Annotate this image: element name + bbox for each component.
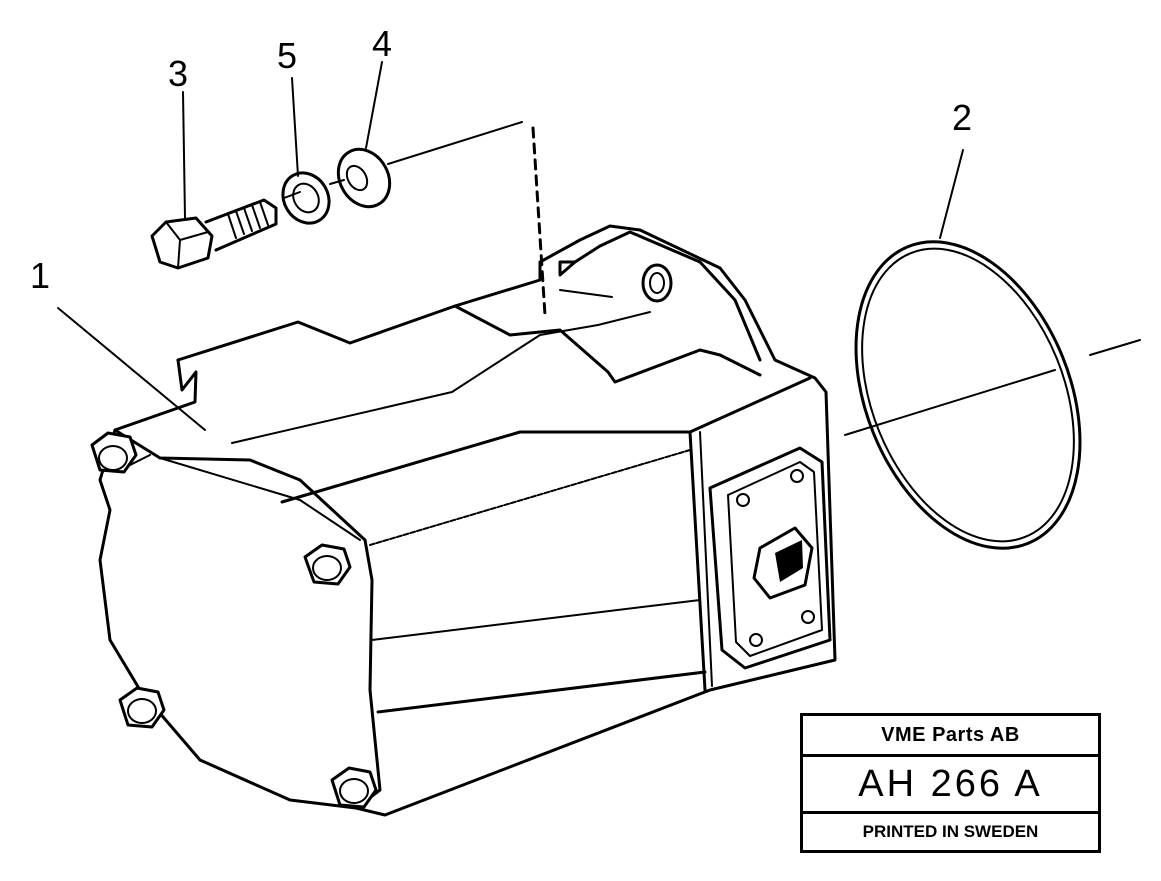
leader-line-1 [57,307,206,431]
callout-o-ring: 2 [952,97,972,138]
cover-bolt [330,766,378,809]
washer [336,147,392,209]
leader-line-3 [182,91,186,219]
cover-bolt [303,543,352,586]
company-name: VME Parts AB [803,716,1098,757]
drawing-code: AH 266 A [803,757,1098,814]
leader-line-2 [939,149,964,239]
callout-screw: 3 [168,53,188,94]
port-flange [708,446,832,670]
title-block: VME Parts AB AH 266 A PRINTED IN SWEDEN [800,713,1101,853]
cover-bolt [90,431,138,474]
printed-note: PRINTED IN SWEDEN [862,822,1039,841]
leader-line-5 [291,77,299,177]
hydraulic-pump [90,224,837,817]
screw [150,198,278,270]
callout-pump: 1 [30,255,50,296]
cover-bolt [118,686,166,729]
callout-lock-washer: 5 [277,35,297,76]
leader-line-4 [365,61,383,149]
lock-washer [281,171,331,225]
o-ring [854,240,1082,550]
callout-washer: 4 [372,23,392,64]
